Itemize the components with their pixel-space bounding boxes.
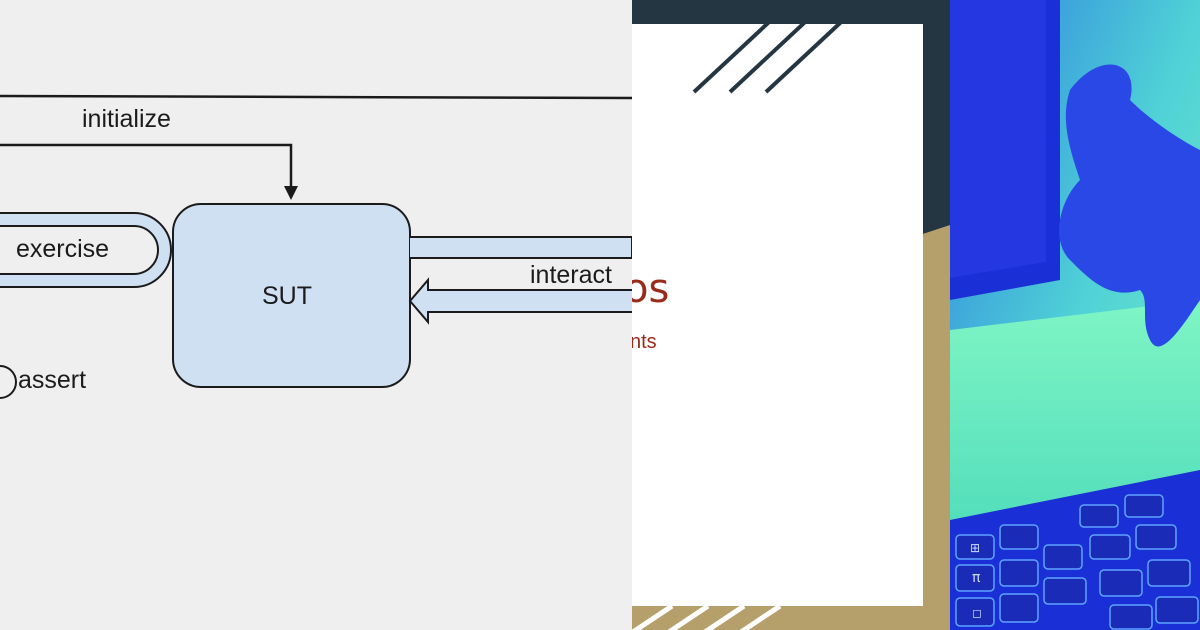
photo-illustration: π ⊞ ◻ <box>950 0 1200 630</box>
assert-label: assert <box>18 366 87 394</box>
keyboard-keys <box>955 494 1199 630</box>
slide-background <box>632 8 950 630</box>
test-diagram-panel: initialize exercise SUT interact assert <box>0 0 632 630</box>
interact-band <box>410 236 632 259</box>
key-glyph-pi: π <box>972 570 981 586</box>
slide-title: os <box>632 266 670 312</box>
interact-label: interact <box>530 261 612 289</box>
initialize-label: initialize <box>82 105 171 133</box>
top-connector-line <box>0 94 632 100</box>
top-stripes <box>692 8 856 94</box>
slide-subtitle: nts <box>632 331 657 353</box>
key-glyph-grid: ⊞ <box>970 541 980 555</box>
interact-return-arrow <box>408 277 632 325</box>
assert-circle <box>0 365 17 399</box>
test-diagram <box>0 94 632 399</box>
initialize-arrowhead <box>284 186 298 200</box>
exercise-label: exercise <box>16 235 110 263</box>
slide-panel: os nts <box>632 0 950 630</box>
key-glyph-square: ◻ <box>972 606 982 620</box>
bottom-stripes <box>632 603 782 630</box>
keyboard-hand-photo: π ⊞ ◻ <box>950 0 1200 630</box>
sut-label: SUT <box>262 282 312 310</box>
sut-box <box>172 203 411 388</box>
slide-card <box>632 24 923 606</box>
hand-shape <box>1059 64 1200 347</box>
monitor-screen <box>950 0 1046 278</box>
initialize-arrow-line <box>0 143 293 188</box>
exercise-connector-inner <box>0 225 159 275</box>
